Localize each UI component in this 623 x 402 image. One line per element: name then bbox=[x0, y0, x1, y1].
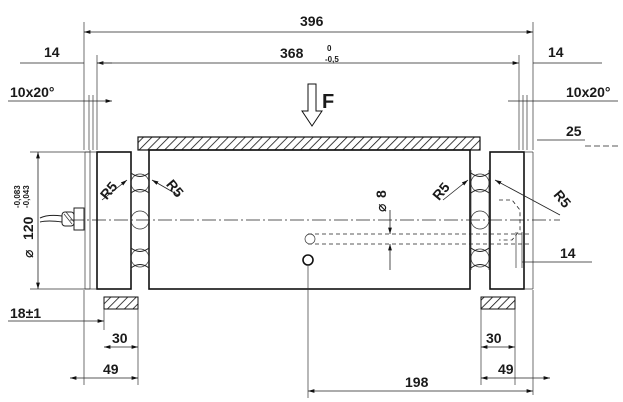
dim-hole-diameter: ⌀ 8 bbox=[373, 190, 392, 270]
left-bearing bbox=[130, 170, 150, 270]
dim-end-width-right: 14 bbox=[533, 44, 602, 64]
radius-label-4: R5 bbox=[551, 187, 575, 211]
radius-label-3: R5 bbox=[429, 179, 453, 203]
dim-chamfer-right: 10x20° bbox=[508, 84, 618, 150]
support-left bbox=[103, 296, 139, 310]
axial-bore bbox=[302, 232, 530, 266]
inner-tol-upper: 0 bbox=[327, 44, 332, 53]
center-distance-label: 198 bbox=[405, 374, 429, 390]
support-left-label: 30 bbox=[112, 330, 128, 346]
main-body bbox=[70, 149, 560, 290]
load-arrow: F bbox=[301, 83, 334, 127]
left-end-cap bbox=[84, 150, 132, 290]
radius-label-2: R5 bbox=[163, 176, 187, 200]
dim-support-left: 30 bbox=[104, 309, 139, 385]
dim-span-right: 49 bbox=[481, 290, 550, 395]
dim-diameter: ⌀ 120 -0,083 -0,043 bbox=[13, 151, 90, 290]
radius-label-1: R5 bbox=[97, 178, 121, 202]
span-left-label: 49 bbox=[103, 361, 119, 377]
end-width-right-label: 14 bbox=[548, 44, 564, 60]
chamfer-left-label: 10x20° bbox=[10, 84, 55, 100]
support-right-label: 30 bbox=[486, 330, 502, 346]
dim-overall-length: 396 bbox=[83, 13, 534, 150]
left-height-label: 18±1 bbox=[10, 305, 41, 321]
dim-span-left: 49 bbox=[70, 290, 138, 385]
hole-diameter-symbol: ⌀ bbox=[373, 203, 389, 212]
right-bearing bbox=[470, 170, 490, 270]
right-offset-label: 25 bbox=[566, 123, 582, 139]
right-hole-offset-label: 14 bbox=[560, 245, 576, 261]
dim-right-hole-offset: 14 bbox=[515, 245, 592, 268]
cable-gland bbox=[39, 207, 85, 231]
dim-right-offset: 25 bbox=[537, 123, 620, 147]
chamfer-right-label: 10x20° bbox=[566, 84, 611, 100]
dim-end-width-left: 14 bbox=[20, 44, 112, 64]
span-right-label: 49 bbox=[498, 361, 514, 377]
support-right bbox=[480, 296, 516, 310]
diameter-label: 120 bbox=[20, 216, 36, 240]
diameter-symbol: ⌀ bbox=[20, 249, 36, 258]
right-end-cap bbox=[489, 151, 534, 290]
dim-left-height: 18±1 bbox=[8, 305, 105, 330]
end-width-left-label: 14 bbox=[44, 44, 60, 60]
dim-inner-length: 368 0 -0,5 bbox=[96, 44, 520, 150]
dim-center-distance: 198 bbox=[307, 266, 533, 398]
hole-diameter-label: 8 bbox=[373, 190, 389, 198]
overall-length-label: 396 bbox=[300, 13, 324, 29]
inner-tol-lower: -0,5 bbox=[325, 55, 339, 64]
dim-chamfer-left: 10x20° bbox=[8, 84, 112, 150]
diameter-tol-lower: -0,043 bbox=[22, 185, 31, 208]
diameter-tol-upper: -0,083 bbox=[13, 185, 22, 208]
dim-support-right: 30 bbox=[480, 309, 516, 385]
load-label: F bbox=[322, 91, 334, 113]
inner-length-label: 368 bbox=[280, 45, 304, 61]
top-plate bbox=[137, 136, 481, 151]
radius-labels: R5 R5 R5 R5 bbox=[97, 176, 575, 216]
